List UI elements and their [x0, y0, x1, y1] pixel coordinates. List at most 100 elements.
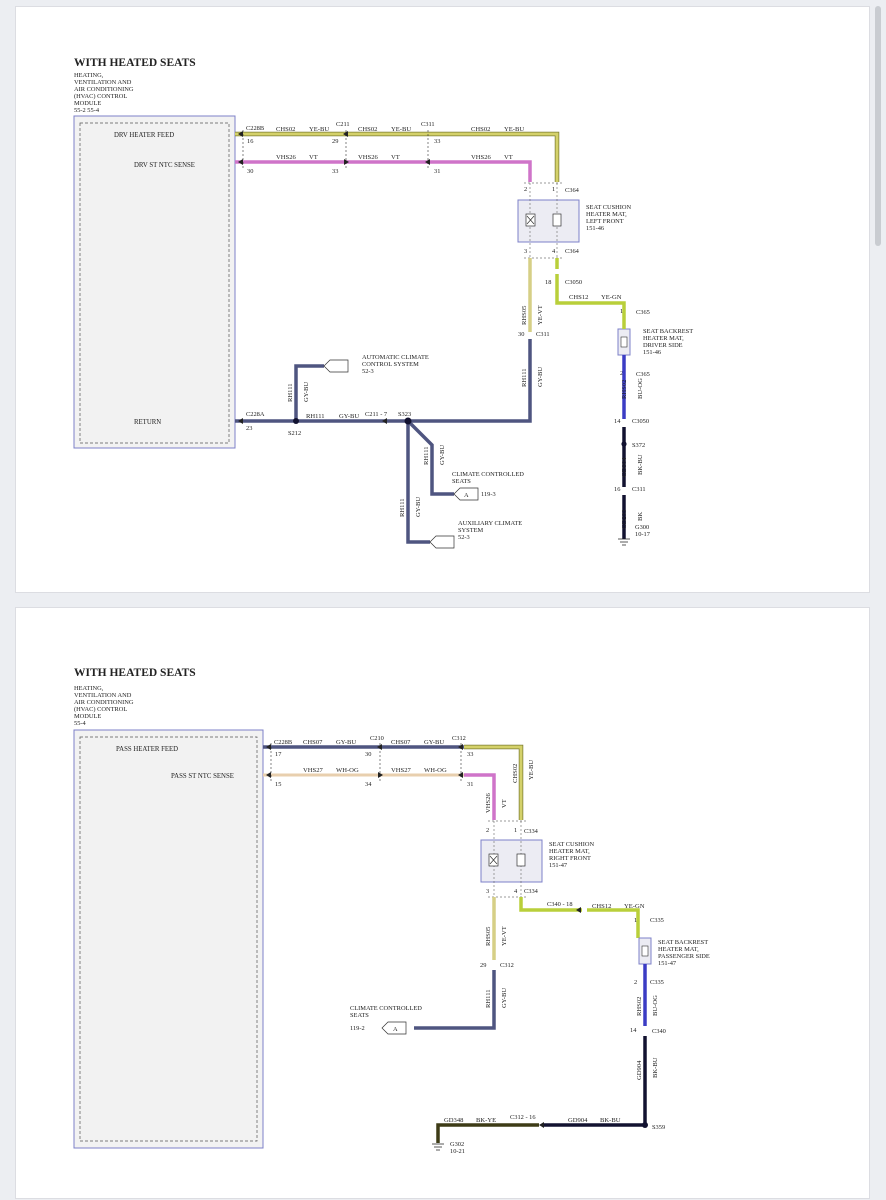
pin-31-2: 31 — [467, 781, 473, 788]
pin-4: 4 — [552, 248, 556, 255]
pin-1b: 1 — [620, 308, 623, 315]
label-rh111-acc: RH111 — [287, 383, 294, 402]
wire-chs02 — [235, 131, 560, 182]
svg-text:HEATING,: HEATING, — [74, 685, 104, 692]
cushion2-label-3: RIGHT FRONT — [549, 855, 591, 862]
pin-pass-heater-feed: PASS HEATER FEED — [116, 746, 178, 753]
label-gd904-h: GD904 — [568, 1117, 588, 1124]
conn-c312-16: C312 - 16 — [510, 1114, 536, 1121]
label-bkbu-h: BK-BU — [600, 1117, 621, 1124]
ref-flag-ccs[interactable] — [453, 487, 479, 501]
wiring-diagram-passenger: WITH HEATED SEATS HEATING, VENTILATION A… — [73, 667, 710, 1155]
ccs2-label-1: CLIMATE CONTROLLED — [350, 1005, 422, 1012]
svg-text:(HVAC) CONTROL: (HVAC) CONTROL — [74, 93, 127, 100]
cushion2-label-4: 151-47 — [549, 862, 568, 869]
pin-2b-pass: 2 — [634, 979, 637, 986]
conn-c228b-2: C228B — [274, 739, 292, 746]
backrest-label-4: 151-46 — [643, 349, 661, 356]
label-rh111: RH111 — [306, 413, 325, 420]
svg-text:VT: VT — [504, 154, 513, 161]
pin-30b: 30 — [518, 331, 524, 338]
aux-label-1: AUXILIARY CLIMATE — [458, 520, 522, 527]
label-gd348: GD348 — [444, 1117, 464, 1124]
conn-c365-bottom: C365 — [636, 371, 650, 378]
ccs-label-1: CLIMATE CONTROLLED — [452, 471, 524, 478]
svg-text:CHS07: CHS07 — [303, 739, 323, 746]
label-chs12: CHS12 — [569, 294, 588, 301]
svg-text:CHS02: CHS02 — [358, 126, 377, 133]
label-vhs26-pass: VHS26 — [485, 793, 492, 813]
conn-c3050-bottom: C3050 — [632, 418, 649, 425]
conn-c335-top: C335 — [650, 917, 664, 924]
ground-g302: G302 — [450, 1141, 464, 1148]
label-yegn: YE-GN — [601, 294, 622, 301]
backrest2-label-3: PASSENGER SIDE — [658, 953, 710, 960]
wire-rh111-pass — [414, 970, 496, 1030]
label-s359: S359 — [652, 1124, 665, 1131]
conn-c312: C312 — [452, 735, 466, 742]
label-chs02-pass: CHS02 — [512, 764, 519, 783]
c340-arrow — [576, 907, 581, 913]
flag-a-letter: A — [464, 492, 469, 499]
backrest2-label-1: SEAT BACKREST — [658, 939, 708, 946]
pin-29-pass: 29 — [480, 962, 486, 969]
svg-text:GY-BU: GY-BU — [424, 739, 444, 746]
svg-text:VHS27: VHS27 — [303, 767, 323, 774]
pin-15: 15 — [275, 781, 281, 788]
diagram-page-1: WITH HEATED SEATS HEATING, VENTILATION A… — [15, 6, 870, 593]
scrollbar[interactable] — [875, 6, 881, 246]
label-bkbu: BK-BU — [637, 454, 644, 475]
svg-text:VHS26: VHS26 — [276, 154, 296, 161]
label-rhs02-pass: RHS02 — [636, 997, 643, 1016]
pin-29: 29 — [332, 138, 338, 145]
ref-flag-ccs-pass[interactable] — [381, 1021, 407, 1035]
pin-30-2: 30 — [365, 751, 371, 758]
page-title: WITH HEATED SEATS — [74, 57, 196, 69]
svg-text:VHS27: VHS27 — [391, 767, 411, 774]
hvac-module-box — [73, 115, 236, 449]
conn-c311: C311 — [421, 121, 435, 128]
svg-text:YE-BU: YE-BU — [309, 126, 329, 133]
label-gybu-aux: GY-BU — [415, 497, 422, 517]
module-name-2: HEATING, VENTILATION AND AIR CONDITIONIN… — [74, 685, 134, 727]
svg-text:55-4: 55-4 — [74, 720, 87, 727]
page-title-2: WITH HEATED SEATS — [74, 667, 196, 679]
conn-c334-bottom: C334 — [524, 888, 539, 895]
acc-label-1: AUTOMATIC CLIMATE — [362, 354, 429, 361]
label-gybu-pass: GY-BU — [501, 988, 508, 1008]
pin-2: 2 — [524, 186, 527, 193]
pin-14-pass: 14 — [630, 1027, 637, 1034]
wire-gd904-pass — [544, 1036, 647, 1127]
c312-16-arrow — [539, 1122, 544, 1128]
ccs2-label-3: 119-2 — [350, 1025, 365, 1032]
pin-34: 34 — [365, 781, 372, 788]
wiring-diagram-driver: WITH HEATED SEATS HEATING, VENTILATION A… — [73, 57, 693, 549]
svg-text:HEATING,: HEATING, — [74, 72, 104, 79]
svg-text:YE-BU: YE-BU — [391, 126, 411, 133]
wire-vhs26 — [235, 160, 532, 182]
heater-coil-icon — [552, 213, 562, 227]
pin-18: 18 — [545, 279, 551, 286]
ground-icon-2 — [432, 1143, 444, 1151]
ref-flag-aux[interactable] — [429, 535, 455, 549]
conn-c228a: C228A — [246, 411, 265, 418]
wire-chs12 — [555, 258, 626, 313]
ccs2-label-2: SEATS — [350, 1012, 369, 1019]
svg-text:AIR CONDITIONING: AIR CONDITIONING — [74, 86, 134, 93]
svg-text:AIR CONDITIONING: AIR CONDITIONING — [74, 699, 134, 706]
svg-text:WH-OG: WH-OG — [424, 767, 447, 774]
svg-text:WH-OG: WH-OG — [336, 767, 359, 774]
pin-pass-ntc-sense: PASS ST NTC SENSE — [171, 773, 234, 780]
thermistor-icon-2 — [489, 855, 498, 865]
cushion-label-4: 151-46 — [586, 225, 604, 232]
module-name: HEATING, VENTILATION AND AIR CONDITIONIN… — [74, 72, 134, 114]
ref-flag-acc[interactable] — [323, 359, 349, 373]
pin-drv-heater-feed: DRV HEATER FEED — [114, 132, 174, 139]
ground-page: 10-17 — [635, 531, 651, 538]
hvac-module-inner-2 — [79, 736, 258, 1142]
conn-c210: C210 — [370, 735, 384, 742]
svg-text:VENTILATION AND: VENTILATION AND — [74, 79, 132, 86]
diagram-page-2: WITH HEATED SEATS HEATING, VENTILATION A… — [15, 607, 870, 1199]
aux-label-3: 52-3 — [458, 534, 470, 541]
conn-c311-cushion: C311 — [536, 331, 550, 338]
